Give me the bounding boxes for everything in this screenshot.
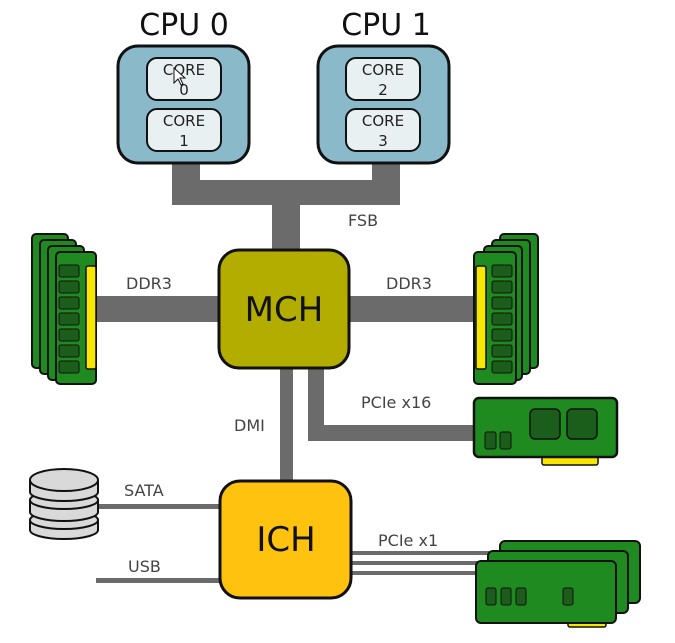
pcie-x16-bus-vertical	[308, 365, 324, 441]
mch-chip: MCH	[217, 248, 351, 370]
ram-modules-left-icon	[31, 233, 97, 385]
pcie-x16-card-icon	[472, 396, 619, 466]
pcie-x1-bus-1	[350, 551, 500, 555]
ich-chip: ICH	[218, 479, 353, 600]
core-0-label: CORE	[163, 61, 205, 79]
ram-modules-right-icon	[473, 233, 539, 385]
ich-label: ICH	[256, 520, 315, 560]
pcie-x1-bus-2	[350, 561, 485, 565]
disk-drive-icon	[29, 468, 99, 540]
usb-bus	[96, 578, 222, 583]
core-1-box	[146, 108, 222, 152]
ddr3-left-bus	[95, 296, 223, 322]
core-0-box	[146, 57, 222, 101]
core-2-box	[345, 57, 421, 101]
dmi-bus	[280, 365, 293, 485]
ich-box	[218, 479, 353, 600]
pcie-x16-bus-horizontal	[308, 425, 476, 441]
cpu-1: CPU 1 CORE 2 CORE 3	[316, 8, 451, 165]
ddr3-right-label: DDR3	[386, 274, 432, 293]
pcie-x1-label: PCIe x1	[378, 531, 438, 550]
mouse-cursor-icon	[173, 66, 187, 86]
core-1-label: CORE	[163, 112, 205, 130]
buses	[95, 160, 500, 583]
fsb-label: FSB	[348, 211, 378, 230]
pcie-x16-label: PCIe x16	[361, 393, 431, 412]
cpu-0: CPU 0 CORE 0 CORE 1	[116, 8, 251, 165]
cpu-0-title: CPU 0	[139, 8, 229, 43]
usb-label: USB	[128, 557, 161, 576]
fsb-bus-vertical	[272, 195, 300, 255]
core-3-box	[345, 108, 421, 152]
mch-box	[217, 248, 351, 370]
core-2-number: 2	[378, 81, 388, 99]
sata-bus	[98, 504, 222, 509]
dmi-label: DMI	[234, 416, 265, 435]
sata-label: SATA	[124, 481, 164, 500]
ddr3-left-label: DDR3	[126, 274, 172, 293]
ddr3-right-bus	[346, 296, 476, 322]
cpu-1-title: CPU 1	[341, 8, 431, 43]
core-1-number: 1	[179, 132, 189, 150]
pcie-x1-bus-3	[350, 571, 480, 575]
core-0-number: 0	[179, 81, 189, 99]
core-3-number: 3	[378, 132, 388, 150]
pcie-x1-cards-icon	[475, 540, 641, 628]
core-3-label: CORE	[362, 112, 404, 130]
mch-label: MCH	[245, 290, 324, 330]
core-2-label: CORE	[362, 61, 404, 79]
